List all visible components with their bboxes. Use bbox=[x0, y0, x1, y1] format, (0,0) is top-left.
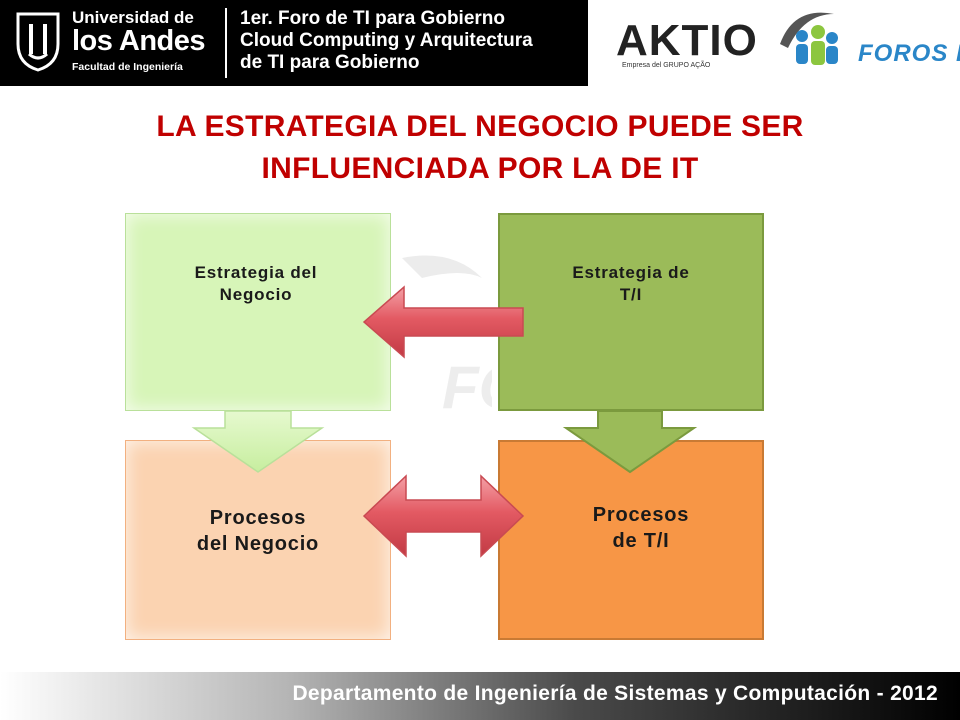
foros-isis-wordmark: FOROS ISIS bbox=[858, 40, 960, 67]
business-strategy-box bbox=[125, 213, 391, 411]
uniandes-shield-icon bbox=[16, 12, 60, 72]
down-arrow-business bbox=[191, 410, 325, 473]
it-strategy-line2: T/I bbox=[619, 285, 643, 304]
forum-title: 1er. Foro de TI para Gobierno Cloud Comp… bbox=[240, 8, 533, 74]
slide-title-line1: LA ESTRATEGIA DEL NEGOCIO PUEDE SER bbox=[156, 110, 804, 143]
forum-title-line3: de TI para Gobierno bbox=[240, 52, 420, 73]
business-processes-label: Procesos del Negocio bbox=[146, 505, 370, 557]
foros-isis-logo: FOROS ISIS bbox=[774, 4, 960, 84]
forum-title-line2: Cloud Computing y Arquitectura bbox=[240, 30, 533, 51]
svg-text:FO: FO bbox=[442, 354, 492, 421]
business-strategy-line2: Negocio bbox=[219, 285, 293, 304]
header-divider bbox=[225, 8, 227, 78]
university-name-line1: Universidad de bbox=[72, 8, 194, 27]
sponsor-logos: AKTIO Empresa del GRUPO AÇÃO FOROS ISIS bbox=[588, 0, 960, 86]
it-strategy-label: Estrategia de T/I bbox=[520, 262, 742, 306]
foros-watermark-icon: FO bbox=[402, 255, 492, 421]
it-processes-line2: de T/I bbox=[612, 530, 670, 552]
forum-title-line1: 1er. Foro de TI para Gobierno bbox=[240, 8, 505, 29]
it-processes-line1: Procesos bbox=[592, 504, 690, 526]
footer-bar: Departamento de Ingeniería de Sistemas y… bbox=[0, 672, 960, 720]
double-arrow-processes bbox=[362, 474, 525, 558]
left-arrow-it-to-business bbox=[362, 285, 524, 359]
people-group-icon bbox=[780, 12, 838, 65]
it-processes-label: Procesos de T/I bbox=[530, 502, 752, 554]
footer-department-text: Departamento de Ingeniería de Sistemas y… bbox=[292, 682, 938, 705]
business-processes-line1: Procesos bbox=[209, 507, 307, 529]
slide-title-line2: INFLUENCIADA POR LA DE IT bbox=[261, 152, 699, 185]
aktio-logo: AKTIO bbox=[616, 16, 758, 65]
uniandes-logo: Universidad de los Andes Facultad de Ing… bbox=[14, 8, 214, 78]
header-banner: Universidad de los Andes Facultad de Ing… bbox=[0, 0, 960, 86]
business-strategy-line1: Estrategia del bbox=[194, 263, 318, 282]
university-name-line2: los Andes bbox=[72, 25, 206, 57]
faculty-name: Facultad de Ingeniería bbox=[72, 61, 183, 73]
business-strategy-label: Estrategia del Negocio bbox=[146, 262, 366, 306]
slide-title: LA ESTRATEGIA DEL NEGOCIO PUEDE SER INFL… bbox=[0, 106, 960, 190]
down-arrow-it bbox=[562, 410, 698, 474]
business-processes-line2: del Negocio bbox=[196, 533, 320, 555]
aktio-tagline: Empresa del GRUPO AÇÃO bbox=[622, 62, 711, 69]
it-strategy-line1: Estrategia de bbox=[572, 263, 690, 282]
